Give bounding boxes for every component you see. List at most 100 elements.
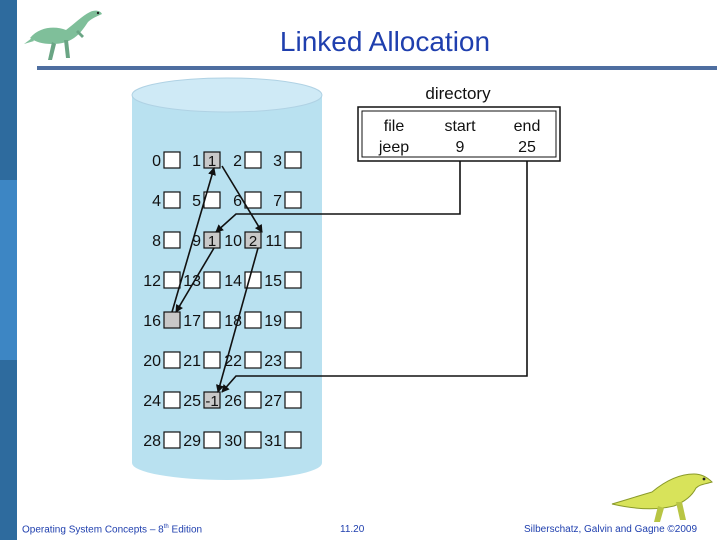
directory-table (357, 106, 561, 162)
block-number: 2 (233, 153, 242, 170)
slide-title: Linked Allocation (279, 26, 491, 57)
disk-block-0: 0 (152, 151, 181, 170)
block-number: 23 (264, 353, 282, 370)
link-1-to-10-arrow (221, 165, 263, 233)
disk-block-11: 11 (265, 231, 302, 250)
block-square (203, 231, 221, 249)
block-square (284, 431, 302, 449)
end-pointer-arrow (221, 161, 528, 393)
block-square (203, 431, 221, 449)
disk-block-18: 18 (224, 311, 262, 330)
block-number: 4 (152, 193, 161, 210)
title-underline (37, 66, 717, 70)
block-number: 14 (224, 273, 242, 290)
block-number: 3 (273, 153, 282, 170)
block-square (244, 231, 262, 249)
block-square (244, 351, 262, 369)
block-number: 31 (264, 433, 282, 450)
footer-page-number: 11.20 (340, 524, 365, 535)
block-square (284, 231, 302, 249)
header-start: start (444, 118, 476, 135)
block-square (203, 311, 221, 329)
link-16-to-1-arrow (171, 167, 216, 313)
disk-block-22: 22 (224, 351, 262, 370)
block-square (244, 431, 262, 449)
block-pointer-value: 1 (208, 153, 216, 170)
block-pointer-value: 2 (249, 233, 257, 250)
footer-left: Operating System Concepts – 8th Edition (22, 524, 203, 536)
header-end: end (514, 118, 541, 135)
block-square (284, 271, 302, 289)
disk-block-23: 23 (264, 351, 302, 370)
header-file: file (384, 118, 405, 135)
block-square (163, 311, 181, 329)
disk-block-20: 20 (143, 351, 181, 370)
block-square (163, 151, 181, 169)
disk-block-16: 16 (143, 311, 181, 330)
block-square (244, 391, 262, 409)
block-number: 11 (265, 233, 282, 250)
block-square (163, 191, 181, 209)
block-square (203, 351, 221, 369)
block-number: 26 (224, 393, 242, 410)
disk-block-19: 19 (264, 311, 302, 330)
disk-block-2: 2 (233, 151, 262, 170)
block-square (244, 151, 262, 169)
disk-block-15: 15 (264, 271, 302, 290)
disk-block-26: 26 (224, 391, 262, 410)
row-start: 9 (456, 139, 465, 156)
block-number: 21 (183, 353, 201, 370)
block-square (244, 271, 262, 289)
disk-block-3: 3 (273, 151, 302, 170)
block-number: 28 (143, 433, 161, 450)
block-square (244, 191, 262, 209)
block-pointer-value: 1 (208, 233, 216, 250)
block-square (284, 191, 302, 209)
block-number: 29 (183, 433, 201, 450)
block-number: 19 (264, 313, 282, 330)
dinosaur-logo-bottom (611, 473, 713, 522)
block-number: 6 (233, 193, 242, 210)
block-square (284, 351, 302, 369)
disk-block-7: 7 (273, 191, 302, 210)
block-number: 9 (192, 233, 201, 250)
block-square (203, 391, 221, 409)
disk-block-28: 28 (143, 431, 181, 450)
block-number: 0 (152, 153, 161, 170)
disk-block-24: 24 (143, 391, 181, 410)
disk-block-17: 17 (183, 311, 221, 330)
block-pointer-value: -1 (205, 393, 218, 410)
left-color-band (0, 0, 17, 540)
directory-label: directory (425, 84, 491, 103)
disk-block-12: 12 (143, 271, 181, 290)
block-square (163, 271, 181, 289)
block-square (284, 311, 302, 329)
disk-block-27: 27 (264, 391, 302, 410)
link-10-to-25-arrow (216, 247, 259, 393)
disk-block-25: 25-1 (183, 391, 221, 410)
block-square (163, 231, 181, 249)
disk-block-14: 14 (224, 271, 262, 290)
block-number: 5 (192, 193, 201, 210)
block-number: 10 (224, 233, 242, 250)
disk-block-10: 10 2 (224, 231, 262, 250)
disk-block-8: 8 (152, 231, 181, 250)
block-number: 24 (143, 393, 161, 410)
block-number: 17 (183, 313, 201, 330)
block-number: 22 (224, 353, 242, 370)
block-square (203, 271, 221, 289)
disk-block-29: 29 (183, 431, 221, 450)
block-number: 16 (143, 313, 161, 330)
block-square (163, 391, 181, 409)
block-square (284, 151, 302, 169)
disk-block-31: 31 (264, 431, 302, 450)
block-number: 7 (273, 193, 282, 210)
disk-block-6: 6 (233, 191, 262, 210)
block-square (244, 311, 262, 329)
footer-right: Silberschatz, Galvin and Gagne ©2009 (524, 524, 698, 535)
block-square (163, 431, 181, 449)
row-file: jeep (378, 139, 409, 156)
row-end: 25 (518, 139, 536, 156)
